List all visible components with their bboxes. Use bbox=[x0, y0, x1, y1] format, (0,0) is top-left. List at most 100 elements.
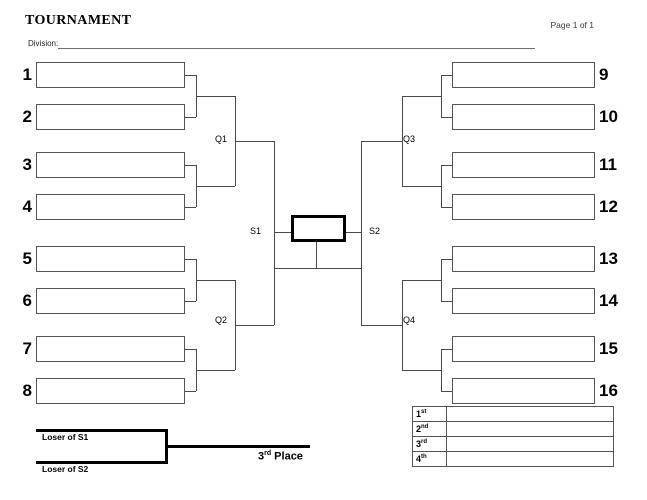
pair-join-vertical bbox=[441, 75, 442, 117]
entrant-slot[interactable] bbox=[36, 104, 185, 130]
third-place-ordinal: rd bbox=[264, 450, 272, 457]
champ-feed-right-down bbox=[316, 248, 317, 268]
pair-feed-top bbox=[441, 165, 452, 166]
seed-number-4: 4 bbox=[22, 197, 32, 216]
pair-feed-top bbox=[441, 75, 452, 76]
quarter-feed-bottom bbox=[196, 186, 235, 187]
seed-number-8: 8 bbox=[22, 381, 32, 400]
placement-name-field[interactable] bbox=[446, 421, 614, 437]
placement-rank-ordinal: rd bbox=[421, 439, 428, 445]
page-indicator: Page 1 of 1 bbox=[550, 20, 594, 30]
placement-rank-3: 3rd bbox=[412, 436, 447, 452]
pair-feed-bottom bbox=[441, 117, 452, 118]
pair-feed-top bbox=[185, 259, 196, 260]
entrant-slot[interactable] bbox=[452, 288, 595, 314]
entrant-slot[interactable] bbox=[452, 104, 595, 130]
round-label-q4: Q4 bbox=[403, 315, 416, 325]
entrant-slot[interactable] bbox=[452, 152, 595, 178]
third-place-word: Place bbox=[271, 450, 303, 463]
pair-join-vertical bbox=[441, 349, 442, 391]
pair-feed-bottom bbox=[441, 301, 452, 302]
champ-feed-right-bottom bbox=[274, 268, 316, 269]
seed-number-13: 13 bbox=[599, 249, 618, 268]
placement-rank-ordinal: th bbox=[421, 454, 427, 460]
pair-feed-top bbox=[441, 349, 452, 350]
seed-number-1: 1 bbox=[22, 65, 32, 84]
entrant-slot[interactable] bbox=[452, 246, 595, 272]
pair-feed-bottom bbox=[185, 207, 196, 208]
entrant-slot[interactable] bbox=[36, 194, 185, 220]
pair-feed-top bbox=[441, 259, 452, 260]
pair-feed-bottom bbox=[185, 391, 196, 392]
seed-number-11: 11 bbox=[599, 155, 617, 174]
seed-number-15: 15 bbox=[599, 339, 618, 358]
semi-feed-top bbox=[361, 141, 402, 142]
placement-row: 1st bbox=[412, 406, 614, 422]
placement-row: 2nd bbox=[412, 421, 614, 437]
pair-feed-top bbox=[185, 165, 196, 166]
placement-rank-ordinal: nd bbox=[421, 424, 429, 430]
placement-name-field[interactable] bbox=[446, 406, 614, 422]
round-label-q3: Q3 bbox=[403, 134, 416, 144]
semi-feed-top bbox=[235, 141, 274, 142]
placement-name-field[interactable] bbox=[446, 451, 614, 467]
pair-join-vertical bbox=[441, 259, 442, 301]
consolation-bottom-label: Loser of S2 bbox=[42, 464, 89, 474]
quarter-join-vertical bbox=[402, 96, 403, 186]
page-title: TOURNAMENT bbox=[25, 13, 132, 28]
entrant-slot[interactable] bbox=[36, 62, 185, 88]
seed-number-12: 12 bbox=[599, 197, 618, 216]
champ-feed-from-s2-bottom bbox=[316, 268, 361, 269]
pair-feed-bottom bbox=[441, 391, 452, 392]
semi-join-vertical bbox=[361, 141, 362, 325]
pair-feed-bottom bbox=[441, 207, 452, 208]
placement-row: 3rd bbox=[412, 436, 614, 452]
consolation-bottom-line bbox=[36, 461, 168, 464]
pair-feed-bottom bbox=[185, 301, 196, 302]
entrant-slot[interactable] bbox=[36, 288, 185, 314]
pair-feed-top bbox=[185, 75, 196, 76]
placement-row: 4th bbox=[412, 451, 614, 467]
entrant-slot[interactable] bbox=[36, 378, 185, 404]
division-input-line[interactable] bbox=[58, 48, 535, 49]
consolation-top-label: Loser of S1 bbox=[42, 432, 89, 442]
placement-rank-4: 4th bbox=[412, 451, 447, 467]
entrant-slot[interactable] bbox=[36, 152, 185, 178]
pair-join-vertical bbox=[441, 165, 442, 207]
quarter-join-vertical bbox=[402, 280, 403, 370]
entrant-slot[interactable] bbox=[452, 336, 595, 362]
round-label-s1: S1 bbox=[250, 226, 262, 236]
placement-name-field[interactable] bbox=[446, 436, 614, 452]
seed-number-16: 16 bbox=[599, 381, 618, 400]
pair-feed-bottom bbox=[185, 117, 196, 118]
seed-number-14: 14 bbox=[599, 291, 618, 310]
placement-rank-number: 3 bbox=[416, 439, 422, 449]
division-label: Division: bbox=[28, 39, 59, 48]
placement-rank-2: 2nd bbox=[412, 421, 447, 437]
round-label-q1: Q1 bbox=[215, 134, 228, 144]
round-label-s2: S2 bbox=[369, 226, 381, 236]
pair-feed-top bbox=[185, 349, 196, 350]
entrant-slot[interactable] bbox=[452, 378, 595, 404]
semi-feed-bottom bbox=[235, 325, 274, 326]
semi-join-vertical bbox=[274, 141, 275, 325]
consolation-top-line bbox=[36, 429, 168, 432]
placement-rank-number: 4 bbox=[416, 454, 422, 464]
entrant-slot[interactable] bbox=[452, 62, 595, 88]
seed-number-2: 2 bbox=[22, 107, 32, 126]
seed-number-9: 9 bbox=[599, 65, 609, 84]
seed-number-7: 7 bbox=[22, 339, 32, 358]
entrant-slot[interactable] bbox=[36, 246, 185, 272]
third-place-number: 3 bbox=[258, 450, 265, 463]
entrant-slot[interactable] bbox=[36, 336, 185, 362]
seed-number-10: 10 bbox=[599, 107, 618, 126]
entrant-slot[interactable] bbox=[452, 194, 595, 220]
seed-number-3: 3 bbox=[22, 155, 32, 174]
quarter-feed-top bbox=[402, 280, 441, 281]
quarter-feed-top bbox=[196, 280, 235, 281]
championship-slot[interactable] bbox=[291, 215, 346, 242]
quarter-feed-top bbox=[196, 96, 235, 97]
quarter-feed-bottom bbox=[402, 186, 441, 187]
quarter-feed-bottom bbox=[402, 370, 441, 371]
